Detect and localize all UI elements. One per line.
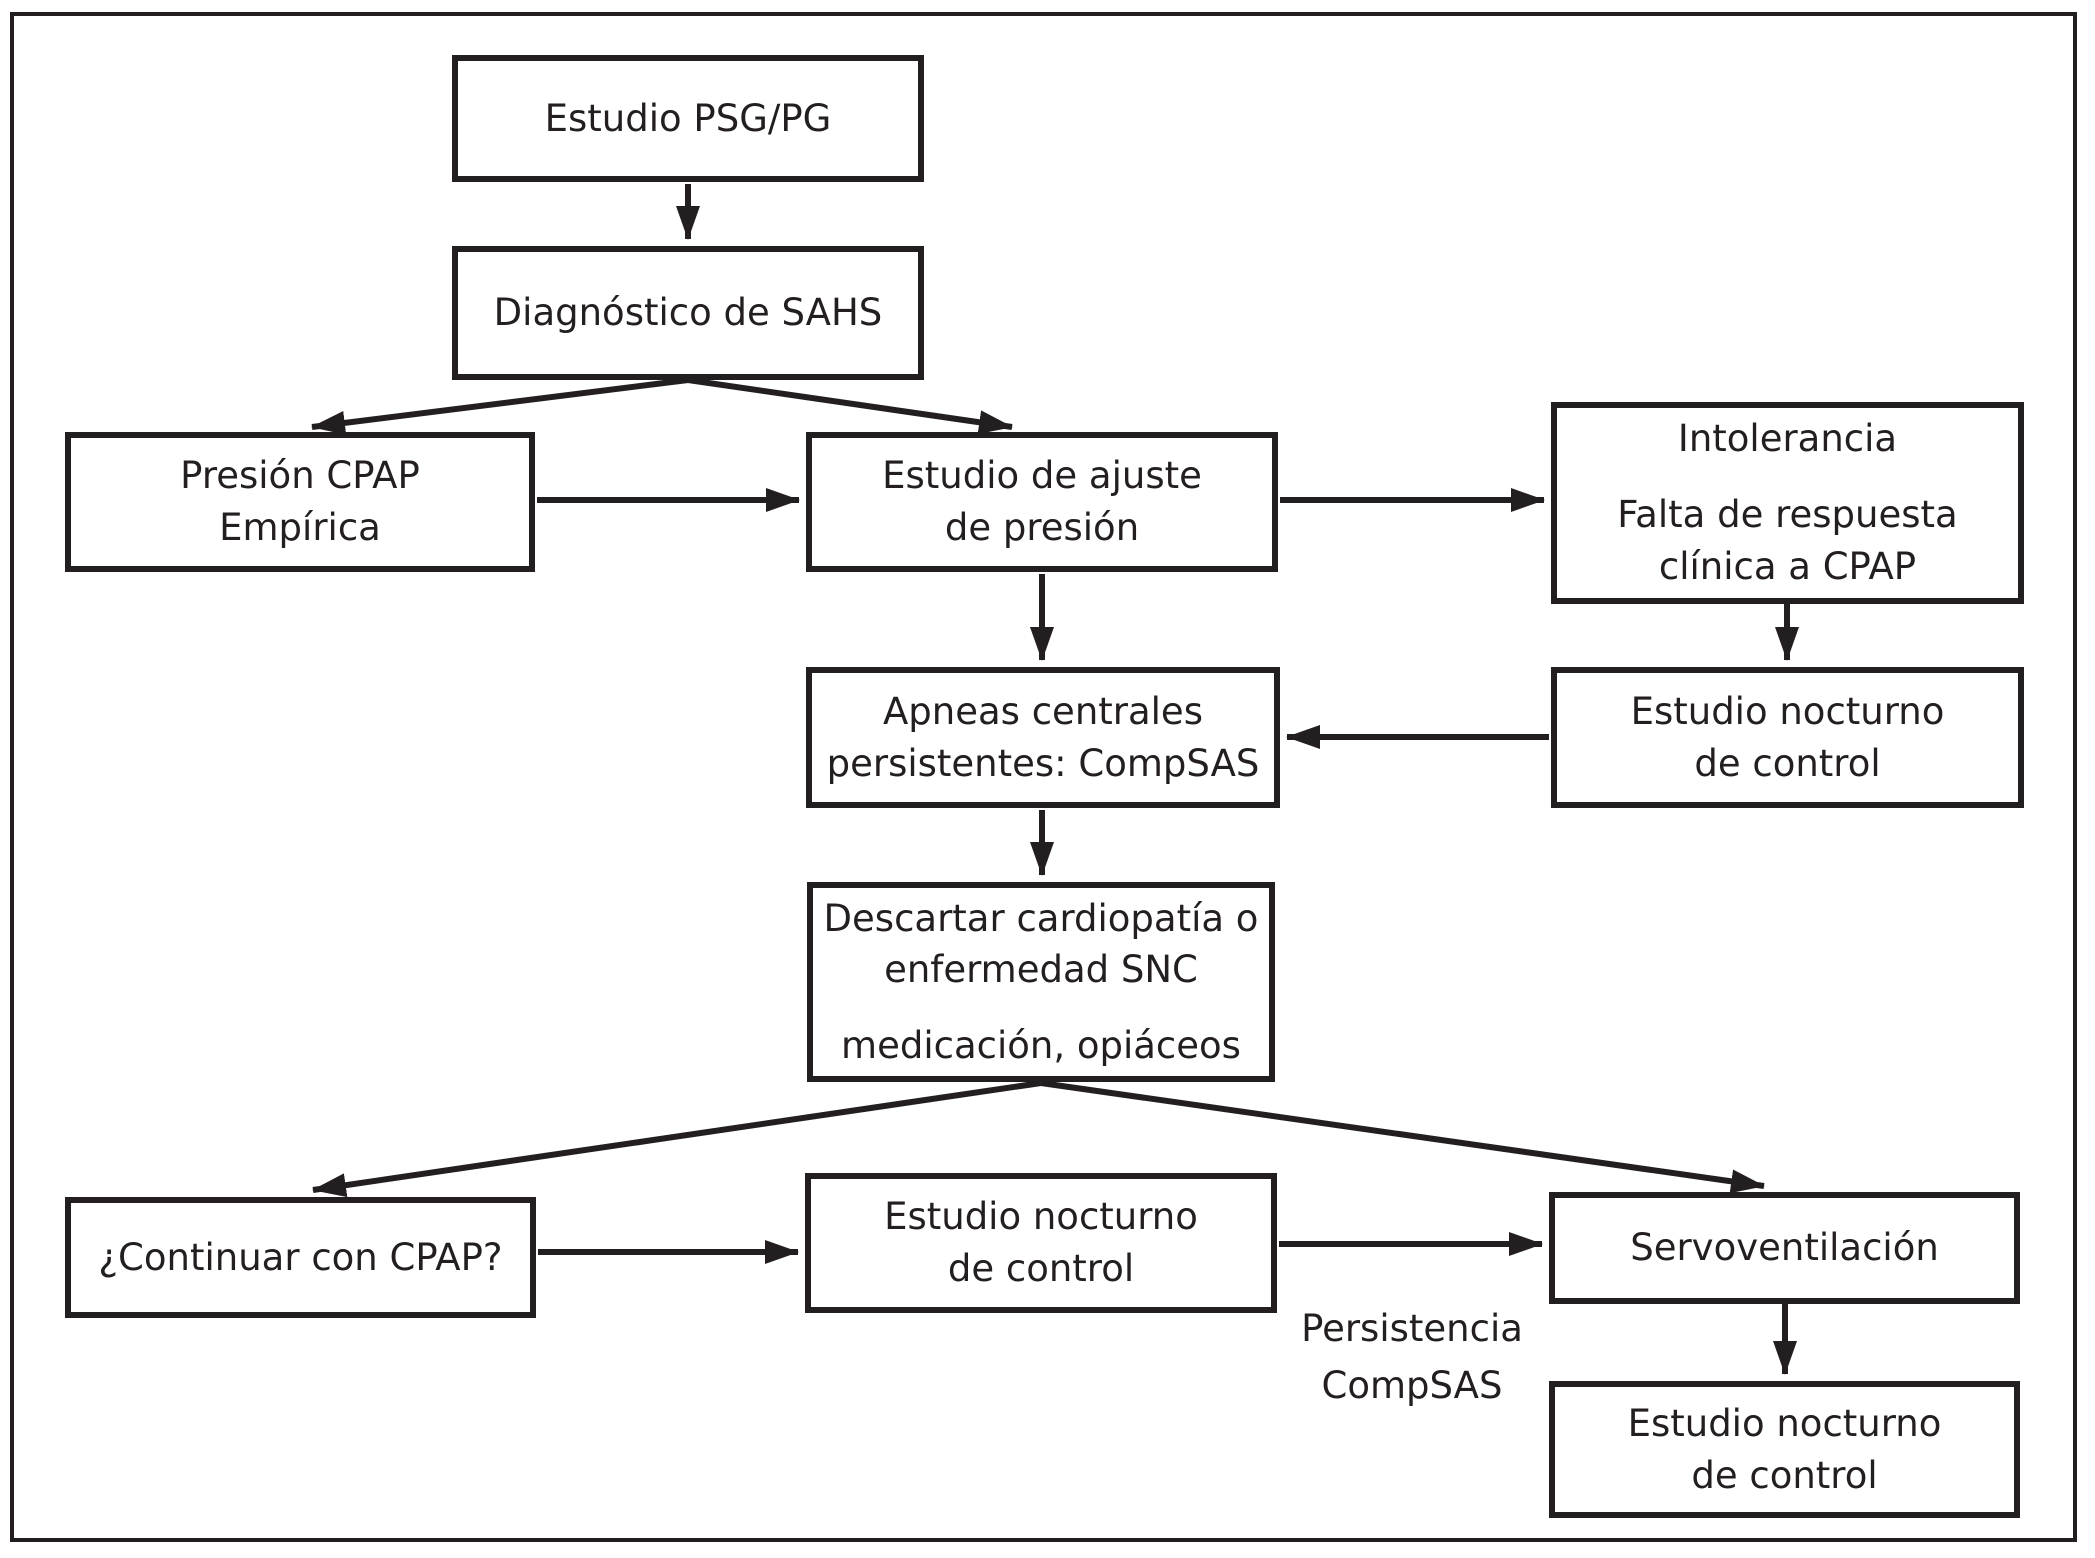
node-intolerancia-line1: Intolerancia [1677, 417, 1898, 461]
node-estudio-nocturno-control-1-label: Estudio nocturno de control [1630, 689, 1945, 785]
node-estudio-nocturno-control-3-label: Estudio nocturno de control [1627, 1401, 1942, 1497]
node-estudio-ajuste-presion: Estudio de ajuste de presión [806, 432, 1278, 572]
node-estudio-nocturno-control-2-label: Estudio nocturno de control [884, 1195, 1198, 1290]
node-presion-cpap-empirica: Presión CPAP Empírica [65, 432, 535, 572]
node-servoventilacion: Servoventilación [1549, 1192, 2020, 1304]
node-servoventilacion-label: Servoventilación [1630, 1226, 1939, 1270]
node-estudio-nocturno-control-3: Estudio nocturno de control [1549, 1381, 2020, 1518]
node-diagnostico-sahs-label: Diagnóstico de SAHS [493, 291, 883, 335]
node-descartar-cardiopatia: Descartar cardiopatía o enfermedad SNC m… [807, 882, 1275, 1082]
node-estudio-psg-label: Estudio PSG/PG [544, 96, 832, 140]
node-estudio-ajuste-presion-label: Estudio de ajuste de presión [882, 454, 1202, 549]
node-presion-cpap-empirica-label: Presión CPAP Empírica [180, 454, 420, 549]
node-intolerancia-line2: Falta de respuesta clínica a CPAP [1617, 493, 1958, 588]
node-descartar-cardiopatia-line1: Descartar cardiopatía o enfermedad SNC [823, 897, 1259, 992]
node-estudio-nocturno-control-1: Estudio nocturno de control [1551, 667, 2024, 808]
edge-label-persistencia-compsas: Persistencia CompSAS [1301, 1307, 1523, 1408]
node-apneas-centrales: Apneas centrales persistentes: CompSAS [806, 667, 1280, 808]
outer-border [10, 12, 2077, 1542]
node-estudio-nocturno-control-2: Estudio nocturno de control [805, 1173, 1277, 1313]
node-continuar-cpap: ¿Continuar con CPAP? [65, 1197, 536, 1318]
node-diagnostico-sahs: Diagnóstico de SAHS [452, 246, 924, 380]
node-continuar-cpap-label: ¿Continuar con CPAP? [98, 1235, 503, 1279]
node-estudio-psg: Estudio PSG/PG [452, 55, 924, 182]
node-apneas-centrales-label: Apneas centrales persistentes: CompSAS [826, 689, 1260, 785]
node-descartar-cardiopatia-line2: medicación, opiáceos [841, 1023, 1241, 1067]
node-intolerancia: Intolerancia Falta de respuesta clínica … [1551, 402, 2024, 604]
